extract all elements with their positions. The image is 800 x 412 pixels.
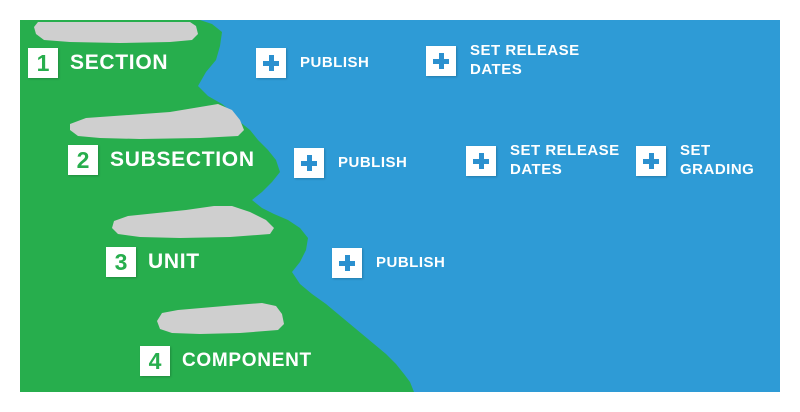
action-set-release-dates-section[interactable]: SET RELEASE DATES (426, 42, 580, 80)
hierarchy-label: UNIT (148, 250, 200, 273)
hierarchy-item-2[interactable]: 2 SUBSECTION (68, 145, 255, 175)
action-label: SET RELEASE DATES (510, 142, 620, 178)
plus-icon[interactable] (636, 145, 666, 176)
action-label: PUBLISH (376, 253, 446, 271)
action-label: PUBLISH (300, 53, 370, 71)
hierarchy-item-4[interactable]: 4 COMPONENT (140, 346, 312, 376)
redaction-bar-1 (34, 22, 198, 43)
hierarchy-item-1[interactable]: 1 SECTION (28, 48, 168, 78)
action-label: SET GRADING (680, 142, 755, 178)
redaction-bar-3 (112, 206, 274, 238)
hierarchy-label: COMPONENT (182, 350, 312, 371)
action-publish-subsection[interactable]: PUBLISH (294, 148, 407, 178)
step-number-badge: 4 (140, 346, 170, 376)
step-number-badge: 2 (68, 145, 98, 175)
action-publish-unit[interactable]: PUBLISH (332, 248, 445, 278)
hierarchy-label: SUBSECTION (110, 148, 255, 171)
step-number-badge: 3 (106, 247, 136, 277)
action-label: SET RELEASE DATES (470, 42, 580, 78)
hierarchy-item-3[interactable]: 3 UNIT (106, 247, 200, 277)
step-number-badge: 1 (28, 48, 58, 78)
action-set-release-dates-subsection[interactable]: SET RELEASE DATES (466, 142, 620, 180)
redaction-bar-4 (157, 303, 284, 334)
action-label: PUBLISH (338, 153, 408, 171)
action-set-grading-subsection[interactable]: SET GRADING (636, 142, 754, 180)
plus-icon[interactable] (332, 248, 362, 278)
hierarchy-label: SECTION (70, 51, 169, 74)
redaction-bar-2 (70, 104, 244, 139)
plus-icon[interactable] (466, 145, 496, 176)
plus-icon[interactable] (256, 48, 286, 78)
plus-icon[interactable] (294, 148, 324, 178)
plus-icon[interactable] (426, 45, 456, 76)
action-publish-section[interactable]: PUBLISH (256, 48, 369, 78)
